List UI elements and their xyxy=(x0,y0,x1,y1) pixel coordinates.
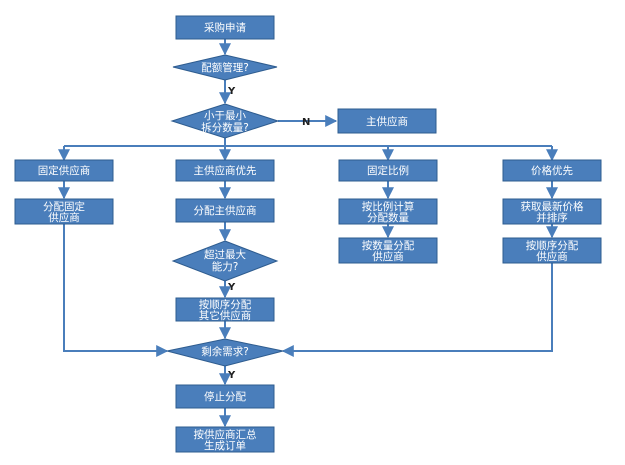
node-summarize-generate-order: 按供应商汇总 生成订单 xyxy=(175,426,275,453)
svg-text:其它供应商: 其它供应商 xyxy=(199,309,252,322)
decision-quota-management: 配额管理? xyxy=(172,54,278,81)
svg-text:供应商: 供应商 xyxy=(372,250,404,263)
edge-label-yes-2: Y xyxy=(227,282,236,293)
svg-text:主供应商优先: 主供应商优先 xyxy=(194,164,257,177)
svg-text:按供应商汇总: 按供应商汇总 xyxy=(194,428,257,441)
node-get-latest-price: 获取最新价格 并排序 xyxy=(502,198,602,225)
svg-text:供应商: 供应商 xyxy=(48,211,80,224)
svg-text:按比例计算: 按比例计算 xyxy=(362,200,415,213)
svg-text:供应商: 供应商 xyxy=(536,250,568,263)
svg-text:超过最大: 超过最大 xyxy=(204,248,246,261)
node-purchase-request: 采购申请 xyxy=(175,15,275,40)
node-assign-by-quantity: 按数量分配 供应商 xyxy=(338,237,438,264)
node-fixed-supplier: 固定供应商 xyxy=(14,159,114,182)
node-main-supplier-first: 主供应商优先 xyxy=(175,159,275,182)
svg-text:能力?: 能力? xyxy=(212,260,239,273)
node-calc-by-ratio: 按比例计算 分配数量 xyxy=(338,198,438,225)
node-assign-fixed-supplier: 分配固定 供应商 xyxy=(14,198,114,225)
node-fixed-ratio: 固定比例 xyxy=(338,159,438,182)
svg-text:固定比例: 固定比例 xyxy=(367,164,409,177)
svg-text:停止分配: 停止分配 xyxy=(204,390,246,403)
svg-text:分配数量: 分配数量 xyxy=(367,211,409,224)
edge-label-yes-3: Y xyxy=(227,370,236,381)
svg-text:按顺序分配: 按顺序分配 xyxy=(526,239,579,252)
svg-text:固定供应商: 固定供应商 xyxy=(38,164,91,177)
svg-text:按顺序分配: 按顺序分配 xyxy=(199,298,252,311)
svg-text:分配固定: 分配固定 xyxy=(43,200,85,213)
svg-text:按数量分配: 按数量分配 xyxy=(362,239,415,252)
svg-text:分配主供应商: 分配主供应商 xyxy=(194,204,257,217)
edge-label-no-1: N xyxy=(302,117,310,128)
node-assign-in-order-right: 按顺序分配 供应商 xyxy=(502,237,602,264)
node-assign-main-supplier: 分配主供应商 xyxy=(175,198,275,223)
connectors xyxy=(58,39,558,428)
svg-text:并排序: 并排序 xyxy=(536,211,568,224)
decision-exceed-max-capacity: 超过最大 能力? xyxy=(171,240,279,282)
node-stop-assign: 停止分配 xyxy=(175,384,275,409)
edge-label-yes-1: Y xyxy=(227,86,236,97)
node-main-supplier-right: 主供应商 xyxy=(337,108,437,134)
node-price-first: 价格优先 xyxy=(502,159,602,182)
decision-remaining-demand: 剩余需求? xyxy=(166,338,284,367)
svg-text:拆分数量?: 拆分数量? xyxy=(201,121,249,134)
decision-less-than-min-split: 小于最小 拆分数量? xyxy=(170,103,280,139)
svg-text:价格优先: 价格优先 xyxy=(531,164,573,177)
svg-text:采购申请: 采购申请 xyxy=(204,21,246,34)
svg-text:剩余需求?: 剩余需求? xyxy=(201,345,249,358)
svg-text:主供应商: 主供应商 xyxy=(366,115,408,128)
svg-text:配额管理?: 配额管理? xyxy=(201,61,249,74)
node-assign-others-in-order: 按顺序分配 其它供应商 xyxy=(175,297,275,322)
svg-text:获取最新价格: 获取最新价格 xyxy=(521,200,584,213)
svg-text:生成订单: 生成订单 xyxy=(204,439,246,452)
svg-text:小于最小: 小于最小 xyxy=(204,110,246,122)
